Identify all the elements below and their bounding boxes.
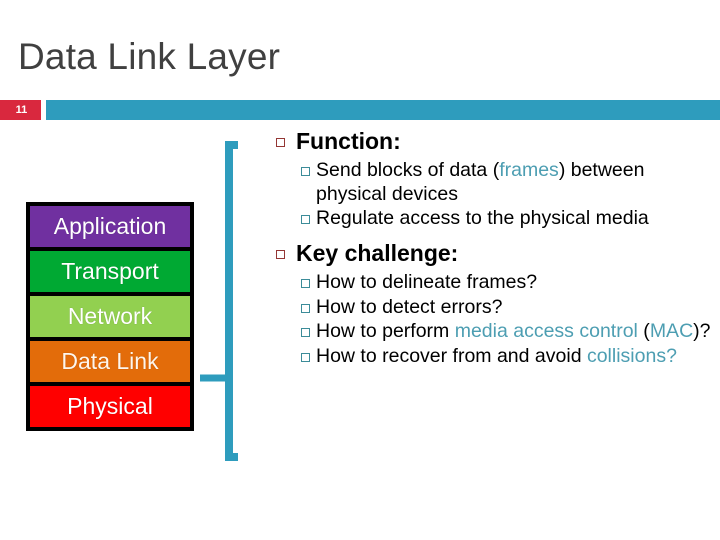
- text-segment: How to recover from and avoid: [316, 344, 587, 367]
- stack-layer-label: Network: [67, 303, 153, 329]
- square-bullet-icon: [301, 328, 310, 338]
- square-bullet-icon: [301, 167, 310, 177]
- stack-layer-label: Application: [53, 213, 167, 239]
- text-segment: frames: [499, 159, 559, 182]
- square-bullet-icon: [301, 352, 310, 362]
- bullet-level2: Regulate access to the physical media: [301, 207, 720, 230]
- text-segment: (: [637, 320, 650, 343]
- stack-layer-label: Transport: [61, 258, 159, 284]
- bullet-level2: How to delineate frames?: [301, 271, 720, 294]
- stack-layer-application[interactable]: Application: [30, 206, 190, 247]
- stack-layer-physical[interactable]: Physical: [30, 386, 190, 427]
- text-segment: How to detect errors?: [316, 295, 503, 318]
- square-bullet-icon: [301, 303, 310, 313]
- bullet-level2-label: How to detect errors?: [316, 296, 720, 319]
- header-accent-bar: [46, 100, 720, 120]
- stack-layer-label: Data Link: [61, 348, 159, 374]
- section-spacer: [276, 231, 720, 240]
- square-bullet-icon: [301, 279, 310, 289]
- slide-number-badge: 11: [0, 100, 41, 120]
- text-segment: Regulate access to the physical media: [316, 206, 649, 229]
- page-title: Data Link Layer: [18, 36, 281, 77]
- text-segment: )?: [693, 320, 711, 343]
- bullet-level1: Key challenge:: [276, 240, 720, 267]
- square-bullet-icon: [276, 250, 285, 260]
- bullet-sublist: How to delineate frames?How to detect er…: [301, 271, 720, 368]
- header-rule: 11: [0, 100, 720, 120]
- bracket-connector-icon: [196, 140, 242, 462]
- bullet-level2-label: Regulate access to the physical media: [316, 207, 720, 230]
- text-segment: MAC: [649, 320, 694, 343]
- stack-layer-label: Physical: [67, 393, 153, 419]
- bullet-level1-label: Function:: [296, 128, 401, 154]
- text-segment: collisions?: [586, 344, 677, 367]
- text-segment: How to perform: [316, 320, 455, 343]
- bullet-level2-label: Send blocks of data (frames) between phy…: [316, 159, 720, 206]
- stack-layer-data-link[interactable]: Data Link: [30, 341, 190, 382]
- bullet-level2: How to detect errors?: [301, 296, 720, 319]
- bullet-level2: How to perform media access control (MAC…: [301, 320, 720, 343]
- stack-layer-transport[interactable]: Transport: [30, 251, 190, 292]
- text-segment: ) between physical devices: [316, 159, 645, 205]
- bullet-level1: Function:: [276, 128, 720, 155]
- text-segment: How to delineate frames?: [316, 271, 538, 294]
- bullet-level1-label: Key challenge:: [296, 240, 459, 267]
- bullet-level2-label: How to recover from and avoid collisions…: [316, 345, 720, 368]
- text-segment: media access control: [454, 320, 638, 343]
- text-segment: Send blocks of data (: [316, 159, 500, 182]
- square-bullet-icon: [276, 138, 285, 147]
- square-bullet-icon: [301, 214, 310, 224]
- bullet-sublist: Send blocks of data (frames) between phy…: [301, 159, 720, 230]
- slide-body: Function: Send blocks of data (frames) be…: [276, 128, 720, 369]
- bullet-level2: Send blocks of data (frames) between phy…: [301, 159, 720, 206]
- stack-layer-network[interactable]: Network: [30, 296, 190, 337]
- bullet-level2-label: How to delineate frames?: [316, 271, 720, 294]
- bullet-level2: How to recover from and avoid collisions…: [301, 345, 720, 368]
- bullet-level2-label: How to perform media access control (MAC…: [316, 320, 720, 343]
